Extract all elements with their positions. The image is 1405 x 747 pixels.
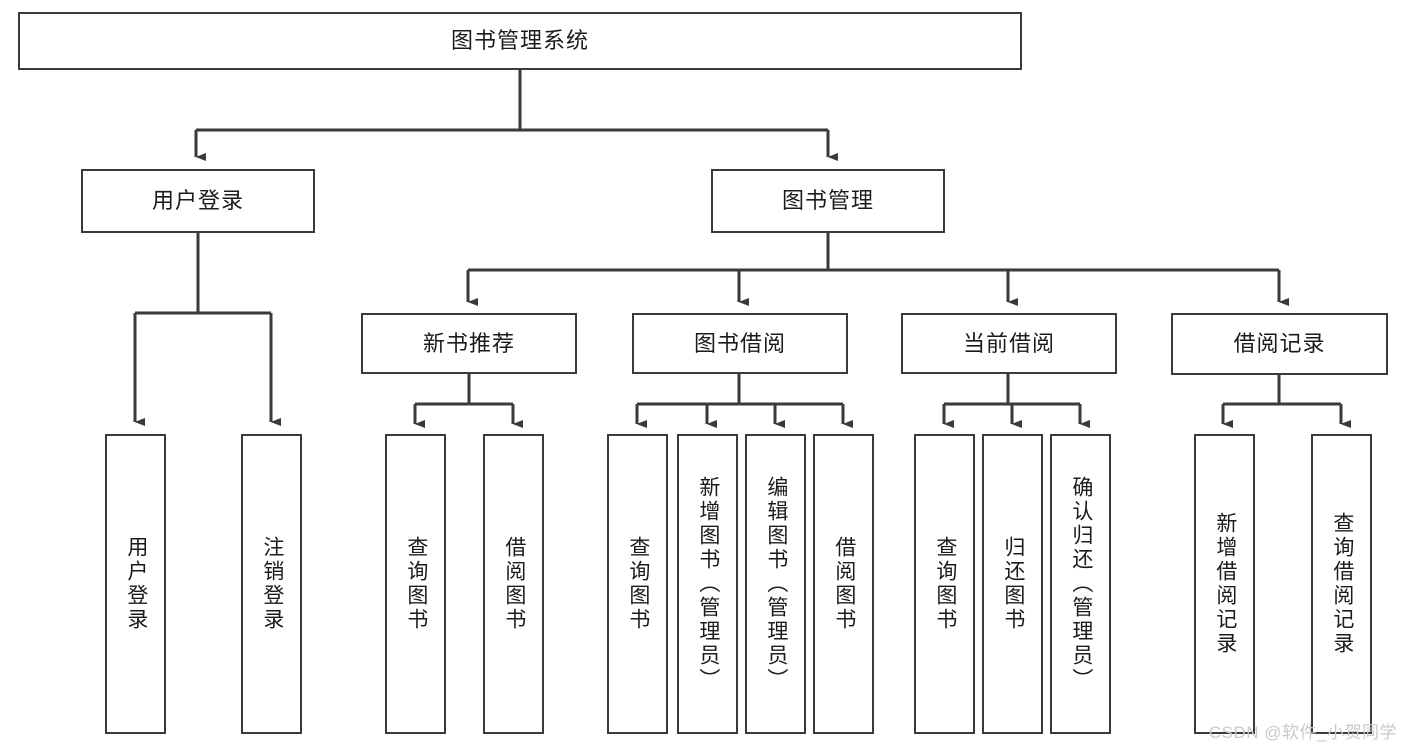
leaf-current-return-book[interactable]: 归还图书 — [982, 434, 1043, 734]
node-label: 新增图书（管理员） — [696, 476, 720, 692]
node-label: 确认归还（管理员） — [1069, 476, 1093, 692]
leaf-record-query-record[interactable]: 查询借阅记录 — [1311, 434, 1372, 734]
node-label: 图书管理系统 — [450, 28, 589, 54]
node-label: 新增借阅记录 — [1213, 512, 1237, 656]
leaf-user-logout[interactable]: 注销登录 — [241, 434, 302, 734]
node-label: 图书管理 — [781, 188, 874, 214]
node-label: 用户登录 — [151, 188, 244, 214]
node-label: 借阅记录 — [1233, 331, 1326, 357]
node-label: 查询借阅记录 — [1330, 512, 1354, 656]
node-book-management[interactable]: 图书管理 — [711, 169, 945, 233]
node-label: 借阅图书 — [832, 536, 856, 632]
node-book-borrow[interactable]: 图书借阅 — [632, 313, 848, 374]
leaf-current-confirm-return-admin[interactable]: 确认归还（管理员） — [1050, 434, 1111, 734]
leaf-recommend-query-book[interactable]: 查询图书 — [385, 434, 446, 734]
node-label: 新书推荐 — [422, 330, 515, 356]
node-label: 编辑图书（管理员） — [764, 476, 788, 692]
leaf-record-add-record[interactable]: 新增借阅记录 — [1194, 434, 1255, 734]
node-label: 查询图书 — [626, 536, 650, 632]
node-label: 图书借阅 — [693, 330, 786, 356]
node-label: 借阅图书 — [502, 536, 526, 632]
node-label: 查询图书 — [933, 536, 957, 632]
watermark-text: CSDN @软件_小贺同学 — [1208, 723, 1397, 742]
leaf-user-login[interactable]: 用户登录 — [105, 434, 166, 734]
node-label: 用户登录 — [124, 536, 148, 632]
node-borrow-record[interactable]: 借阅记录 — [1171, 313, 1388, 375]
node-label: 查询图书 — [404, 536, 428, 632]
leaf-borrow-add-book-admin[interactable]: 新增图书（管理员） — [677, 434, 738, 734]
leaf-borrow-query-book[interactable]: 查询图书 — [607, 434, 668, 734]
leaf-current-query-book[interactable]: 查询图书 — [914, 434, 975, 734]
leaf-borrow-borrow-book[interactable]: 借阅图书 — [813, 434, 874, 734]
node-label: 注销登录 — [260, 536, 284, 632]
node-current-borrow[interactable]: 当前借阅 — [901, 313, 1117, 374]
leaf-recommend-borrow-book[interactable]: 借阅图书 — [483, 434, 544, 734]
node-label: 归还图书 — [1001, 536, 1025, 632]
node-label: 当前借阅 — [962, 330, 1055, 356]
leaf-borrow-edit-book-admin[interactable]: 编辑图书（管理员） — [745, 434, 806, 734]
node-new-book-recommend[interactable]: 新书推荐 — [361, 313, 577, 374]
node-user-login[interactable]: 用户登录 — [81, 169, 315, 233]
node-root-system[interactable]: 图书管理系统 — [18, 12, 1022, 70]
